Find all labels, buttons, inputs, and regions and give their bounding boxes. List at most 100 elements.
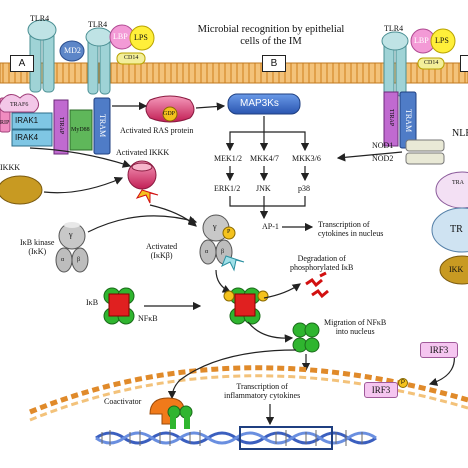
arrow-activated-to-complex (215, 269, 232, 293)
arrow-ras-map3k (195, 102, 226, 111)
tram-label: TRAM (98, 113, 108, 138)
ikk-kinase-label: IκB kinase (IκK) (20, 238, 55, 256)
ikk-complex-active (199, 214, 245, 272)
panel-c-label: C (460, 55, 468, 72)
ikkk-left-label: IKKK (0, 163, 20, 172)
map3ks-label: MAP3Ks (240, 98, 279, 109)
irf3-box-1: IRF3 (420, 342, 458, 358)
tra-right-shape (435, 171, 468, 209)
arrow-ikkk-activation (149, 204, 197, 227)
nod1-box (405, 139, 445, 152)
transcription-label: Transcription of inflammatory cytokines (224, 382, 301, 400)
ikkk-left-shape (0, 175, 43, 205)
tra-right-label: TRA (452, 180, 464, 186)
traf6-shape (0, 93, 40, 113)
md2-label: MD2 (64, 46, 81, 55)
irak4-label: IRAK4 (15, 133, 39, 142)
tirap-right-box (383, 91, 399, 147)
myd88-box (69, 109, 93, 151)
migration-label: Migration of NFκB into nucleus (324, 318, 387, 336)
ap1-transcription-label: Transcription of cytokines in nucleus (318, 220, 384, 238)
nod2-label: NOD2 (372, 154, 394, 163)
tram-right-label: TRAM (404, 108, 414, 133)
gdp-circle (162, 106, 178, 122)
tr-right-label: TR (450, 224, 463, 235)
cd14-label: CD14 (124, 55, 139, 61)
irak1-label: IRAK1 (15, 116, 39, 125)
lbp-label: LBP (113, 32, 128, 41)
arrow-into-nucleus (167, 349, 297, 400)
myd88-label: MyD88 (71, 127, 90, 133)
coactivator-label: Coactivator (104, 397, 142, 406)
degradation-label: Degradation of phosphorylated IκB (290, 254, 354, 272)
ap1-label: AP-1 (262, 222, 279, 231)
nlr-label: NLF (452, 128, 468, 139)
nod1-label: NOD1 (372, 141, 394, 150)
arrow-ikkk-ikk (43, 176, 124, 194)
tlr4-right-receptor (381, 31, 409, 97)
panel-b-label: B (262, 55, 286, 72)
nfkb-label: NFκB (138, 314, 158, 323)
tlr4-right-label: TLR4 (384, 24, 404, 33)
map3ks-shape (227, 93, 301, 115)
lps-molecule (129, 25, 155, 51)
promoter-box (239, 426, 333, 450)
plasma-membrane (0, 62, 468, 84)
arrow-ikk-activated (87, 215, 198, 233)
tlr4-mid-label: TLR4 (88, 20, 108, 29)
traf6-label: TRAF6 (10, 102, 29, 108)
degraded-ikb-fragments (305, 271, 329, 299)
phospho-complex (223, 287, 269, 325)
nod2-box (405, 152, 445, 165)
mek12-label: MEK1/2 (214, 154, 242, 163)
ikk-activated-label: Activated (IκKβ) (146, 242, 178, 260)
dna-helix (95, 430, 377, 446)
md2-protein (59, 40, 85, 62)
nfkb-free (292, 322, 320, 353)
irf3-box-2: IRF3 (364, 382, 398, 398)
activated-ikkk-label: Activated IKKK (116, 148, 170, 157)
erk12-label: ERK1/2 (214, 184, 241, 193)
jnk-label: JNK (256, 184, 271, 193)
arrow-nfkb-free (247, 321, 294, 343)
arrow-map3k-mkk36 (264, 131, 310, 152)
ikk-complex-inactive (55, 222, 89, 273)
lps-right-molecule (430, 28, 456, 54)
cd14-right-label: CD14 (424, 60, 439, 66)
tirap-box (53, 99, 69, 155)
p38-label: p38 (298, 184, 310, 193)
irak4-box (11, 129, 53, 147)
rip-label: RIP (0, 120, 10, 126)
ikk-right-shape (439, 255, 468, 285)
ikk-gamma-label: γ (69, 230, 73, 239)
arrow-to-ap1 (229, 196, 306, 218)
lbp-right-label: LBP (414, 36, 429, 45)
ikb-label: IκB (86, 298, 99, 307)
cd14-protein (116, 52, 146, 65)
mkk47-label: MKK4/7 (250, 154, 279, 163)
nuclear-envelope-inner (29, 374, 468, 422)
ikkb-alpha-label: α (205, 249, 209, 255)
lps-label: LPS (134, 33, 148, 42)
mkk36-label: MKK3/6 (292, 154, 321, 163)
arrow-map3k-mek (225, 116, 265, 152)
gdp-label: GDP (163, 111, 176, 117)
ikkb-p-label: P (227, 229, 231, 235)
irak1-box (11, 112, 53, 130)
ikkb-beta-label: β (221, 249, 225, 255)
activated-ikkk-shape (127, 160, 159, 204)
ikk-beta-label: β (77, 257, 81, 263)
tr-right-shape (431, 207, 468, 253)
arrow-degradation (263, 283, 301, 299)
cd14-right-protein (417, 57, 445, 70)
irf3-phospho: P (398, 378, 408, 388)
ikk-alpha-label: α (61, 257, 65, 263)
tram-box (93, 97, 111, 155)
nfkb-nuclear (167, 405, 193, 429)
nfkb-ikb-complex (103, 287, 135, 325)
ikk-right-label: IKK (449, 265, 464, 274)
tlr4-left-receptor (27, 19, 57, 93)
tirap-label: TIRAP (58, 116, 65, 135)
arrow-nod-mkk (336, 151, 403, 162)
